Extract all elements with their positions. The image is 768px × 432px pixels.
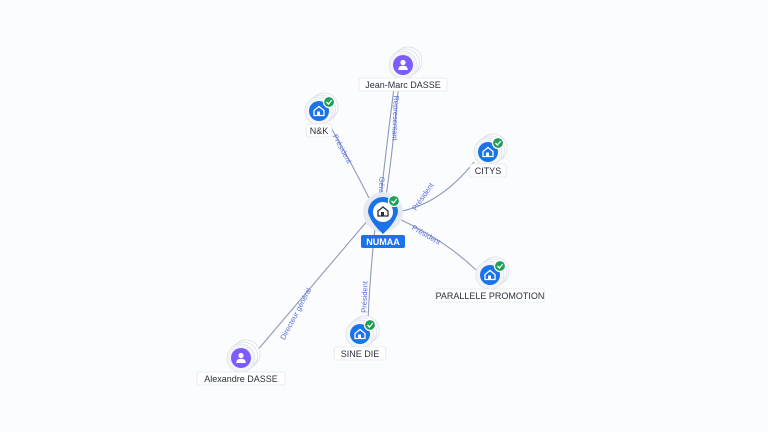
edge-line [329, 125, 371, 201]
node-label-bg [469, 163, 507, 178]
edge-jean-marc-numaa[interactable]: Representant [385, 79, 401, 197]
edge-label: Président [410, 180, 436, 212]
person-icon [398, 59, 408, 70]
node-alexandre[interactable]: Alexandre DASSE [196, 339, 286, 386]
node-label-bg [435, 288, 545, 303]
node-parallele[interactable]: PARALLELE PROMOTION [435, 256, 545, 303]
node-numaa[interactable]: NUMAA [361, 192, 405, 248]
node-label-bg [361, 235, 405, 248]
building-icon [313, 105, 325, 117]
node-label: NUMAA [366, 237, 400, 247]
verified-check-icon [387, 194, 401, 208]
edge-label: Directeur général [278, 286, 313, 341]
edge-label: Président [410, 223, 443, 247]
node-label-bg [358, 77, 448, 92]
nodes-layer: NUMAA Jean-Marc DASSE N&K CITYS PARALLELE PR… [196, 46, 545, 386]
node-nk[interactable]: N&K [304, 92, 339, 138]
edge-numaa-citys[interactable]: Président [396, 161, 475, 213]
verified-check-icon [493, 259, 507, 273]
node-label-bg [305, 123, 333, 138]
verified-check-icon [491, 136, 505, 150]
building-icon [354, 328, 366, 340]
edge-line [385, 79, 400, 197]
edge-label: Gérant [377, 176, 387, 200]
node-label-bg [333, 346, 387, 361]
edge-label: Président [331, 133, 354, 166]
building-icon [484, 269, 496, 281]
node-label: PARALLELE PROMOTION [436, 291, 545, 301]
node-citys[interactable]: CITYS [469, 133, 508, 178]
edge-line [396, 217, 477, 271]
verified-check-icon [363, 318, 377, 332]
edge-line [380, 79, 396, 197]
edge-label: Representant [390, 95, 401, 141]
edge-nk-numaa[interactable]: Président [329, 125, 371, 201]
node-label: N&K [310, 126, 329, 136]
edge-line [255, 219, 369, 353]
node-label: CITYS [475, 166, 502, 176]
edge-line [396, 161, 475, 213]
edge-jean-marc-numaa[interactable]: Gérant [377, 79, 396, 201]
node-label: Alexandre DASSE [204, 374, 278, 384]
edge-numaa-parallele[interactable]: Président [396, 217, 477, 271]
building-icon [377, 206, 389, 217]
node-sine-die[interactable]: SINE DIE [333, 315, 387, 361]
node-label: SINE DIE [341, 349, 380, 359]
building-icon [482, 146, 494, 158]
person-icon [236, 352, 246, 363]
node-label: Jean-Marc DASSE [365, 80, 441, 90]
verified-check-icon [322, 95, 336, 109]
edge-label: Président [359, 280, 369, 313]
node-label-bg [196, 371, 286, 386]
node-jean-marc[interactable]: Jean-Marc DASSE [358, 46, 448, 92]
